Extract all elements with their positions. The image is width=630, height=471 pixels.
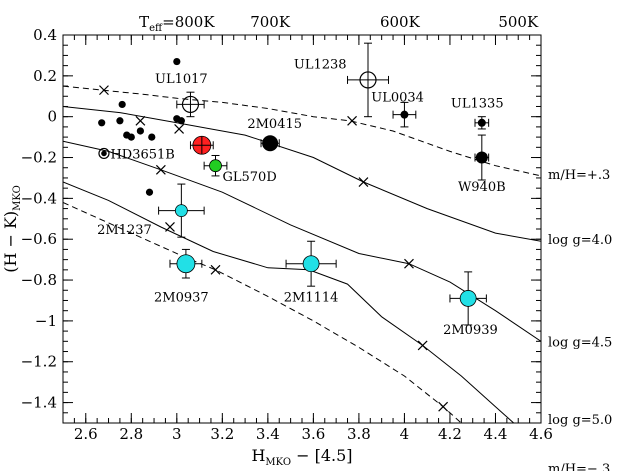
2m0937-point (176, 254, 196, 274)
object-label: 2M1237 (97, 223, 152, 238)
data-layer (63, 42, 541, 423)
x-tick-label: 2.8 (119, 425, 143, 443)
object-label: W940B (458, 180, 506, 195)
hd3651b-point-core (101, 150, 107, 157)
object-label: UL0034 (371, 90, 424, 105)
model-curve-dashed (63, 85, 541, 177)
y-tick-label: −1 (35, 312, 57, 330)
x-tick-label: 4.4 (484, 425, 508, 443)
small-data-point (118, 100, 126, 109)
model-marker (417, 340, 428, 351)
top-axis-label: 700K (250, 13, 291, 31)
top-axis-label: 600K (380, 13, 421, 31)
model-marker (210, 264, 221, 275)
small-data-point (136, 127, 144, 135)
x-tick-label: 3 (172, 425, 182, 443)
small-data-point (177, 117, 185, 125)
model-marker (155, 164, 166, 175)
object-label: 2M1114 (284, 290, 339, 305)
2m1114-point (302, 255, 320, 273)
w940b-point (475, 151, 488, 164)
y-tick-label: −0.6 (21, 230, 57, 248)
plot-area: 2.6 2.8 3 3.2 3.4 3.6 3.8 4 4.2 4.4 4.6 0.4 0.2 0 −0.2… (1, 13, 612, 471)
hd3651b-point (98, 147, 110, 160)
y-tick-label: −0.4 (21, 189, 57, 207)
object-label: UL1335 (451, 96, 504, 111)
model-marker (135, 115, 146, 126)
curve-side-label: log g=4.5 (548, 335, 612, 350)
y-tick-label: −1.2 (21, 353, 57, 371)
2m1237-point (174, 204, 188, 218)
gl570d-point (209, 159, 222, 173)
x-tick-label: 4.2 (438, 425, 462, 443)
model-marker (99, 85, 109, 96)
small-data-point (116, 117, 124, 125)
ul1238-point (359, 71, 377, 89)
y-tick-label: 0.4 (33, 26, 57, 44)
small-data-point (145, 188, 154, 196)
y-tick-label: −0.8 (21, 271, 57, 289)
curve-side-label: m/H=−.3 (548, 462, 610, 471)
model-curve-solid (63, 106, 541, 242)
top-axis-label: 500K (498, 13, 539, 31)
small-data-point (148, 133, 156, 141)
x-axis-title: HMKO − [4.5] (251, 446, 352, 468)
ul0034-point (400, 110, 409, 119)
model-curve-solid (63, 181, 515, 423)
model-curve-solid (63, 140, 541, 342)
y-axis-title: (H − K)MKO (1, 185, 23, 273)
small-data-point (98, 119, 106, 127)
ul1017-point (181, 95, 200, 114)
x-tick-label: 2.6 (74, 425, 98, 443)
x-tick-label: 3.2 (210, 425, 234, 443)
2m0939-point (459, 290, 477, 307)
curve-side-label: log g=5.0 (548, 413, 612, 428)
object-label: HD3651B (110, 147, 174, 162)
model-marker (347, 115, 358, 126)
object-label: GL570D (223, 170, 277, 185)
y-tick-label: 0 (47, 108, 57, 126)
x-tick-label: 3.8 (347, 425, 371, 443)
x-tick-label: 3.4 (256, 425, 280, 443)
x-tick-label: 4 (400, 425, 410, 443)
y-tick-label: −1.4 (21, 394, 57, 412)
model-marker (438, 401, 449, 412)
curve-side-label: m/H=+.3 (548, 168, 610, 183)
model-curve-dashed (63, 202, 462, 423)
curve-side-label: log g=4.0 (548, 233, 612, 248)
y-tick-label: 0.2 (33, 67, 57, 85)
model-marker (404, 258, 414, 269)
small-data-point (173, 57, 181, 66)
2m0415-point (262, 135, 279, 152)
ul1335-point (477, 118, 486, 127)
object-label: UL1017 (155, 72, 208, 87)
object-label: UL1238 (294, 58, 347, 73)
model-marker (174, 124, 185, 134)
top-axis-label: Teff=800K (139, 13, 215, 34)
y-tick-label: −0.2 (21, 149, 57, 167)
model-marker (165, 222, 175, 232)
x-tick-label: 3.6 (301, 425, 325, 443)
object-label: 2M0937 (154, 290, 209, 305)
small-data-point (127, 133, 135, 141)
model-marker (358, 177, 369, 187)
object-label: 2M0415 (247, 117, 302, 132)
object-label: 2M0939 (443, 323, 498, 338)
x-tick-label: 4.6 (529, 425, 553, 443)
